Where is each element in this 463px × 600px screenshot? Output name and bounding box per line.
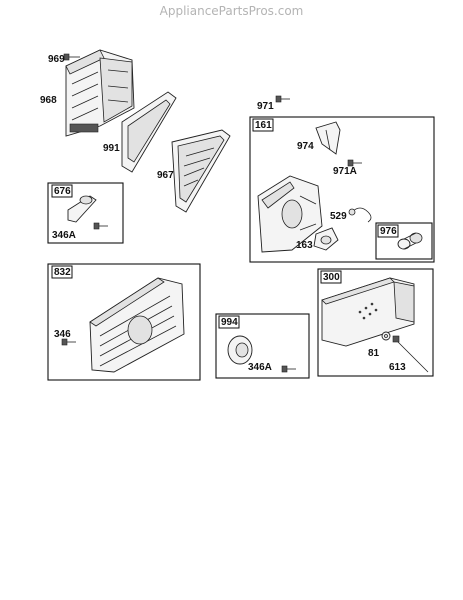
watermark: AppliancePartsPros.com — [159, 4, 304, 18]
part-label-971A: 971A — [333, 166, 357, 177]
group-label-976: 976 — [380, 226, 397, 237]
part-label-346-832: 346 — [54, 329, 71, 340]
bolt-613-part[interactable] — [392, 335, 429, 373]
deflector-994-part[interactable] — [227, 335, 253, 365]
part-label-991: 991 — [103, 143, 120, 154]
group-label-832: 832 — [54, 267, 71, 278]
part-label-968: 968 — [40, 95, 57, 106]
part-label-163: 163 — [296, 240, 313, 251]
part-label-81: 81 — [368, 348, 380, 359]
muffler-guard-832-part[interactable] — [89, 277, 185, 373]
group-box-161 — [249, 116, 435, 263]
screw-346A-994-part[interactable] — [281, 365, 296, 373]
screw-969-part[interactable] — [63, 53, 80, 61]
group-label-676: 676 — [54, 186, 71, 197]
group-label-994: 994 — [221, 317, 238, 328]
part-label-346A-676: 346A — [52, 230, 76, 241]
group-tag-161 — [252, 118, 274, 132]
bracket-974-part[interactable] — [315, 121, 341, 155]
group-box-994 — [215, 313, 310, 379]
group-box-300 — [317, 268, 434, 377]
part-label-529: 529 — [330, 211, 347, 222]
group-label-300: 300 — [323, 272, 340, 283]
part-label-613: 613 — [389, 362, 406, 373]
group-box-976 — [375, 222, 433, 260]
group-tag-676 — [51, 184, 73, 198]
group-tag-976 — [377, 224, 399, 238]
gasket-163-part[interactable] — [313, 227, 339, 251]
spark-arrester-976-part[interactable] — [397, 232, 423, 250]
air-filter-991-part[interactable] — [121, 91, 177, 173]
pre-cleaner-967-part[interactable] — [171, 129, 231, 213]
screw-346A-part[interactable] — [93, 222, 108, 230]
part-label-971: 971 — [257, 101, 274, 112]
muffler-300-part[interactable] — [321, 277, 415, 347]
bracket-676-part[interactable] — [67, 195, 97, 223]
part-label-969: 969 — [48, 54, 65, 65]
group-box-832 — [47, 263, 201, 381]
gasket-81-part[interactable] — [381, 331, 391, 341]
part-label-346A-994: 346A — [248, 362, 272, 373]
blower-housing-161-part[interactable] — [257, 175, 323, 253]
screw-971-part[interactable] — [275, 95, 290, 103]
group-box-676 — [47, 182, 124, 244]
air-cleaner-base-part[interactable] — [65, 49, 135, 137]
screw-346-part[interactable] — [61, 338, 76, 346]
group-tag-832 — [51, 265, 73, 279]
spring-529-part[interactable] — [348, 207, 372, 223]
group-tag-300 — [320, 270, 342, 284]
group-label-161: 161 — [255, 120, 272, 131]
part-label-967: 967 — [157, 170, 174, 181]
screw-971A-part[interactable] — [347, 159, 362, 167]
group-tag-994 — [218, 315, 240, 329]
part-label-974: 974 — [297, 141, 314, 152]
